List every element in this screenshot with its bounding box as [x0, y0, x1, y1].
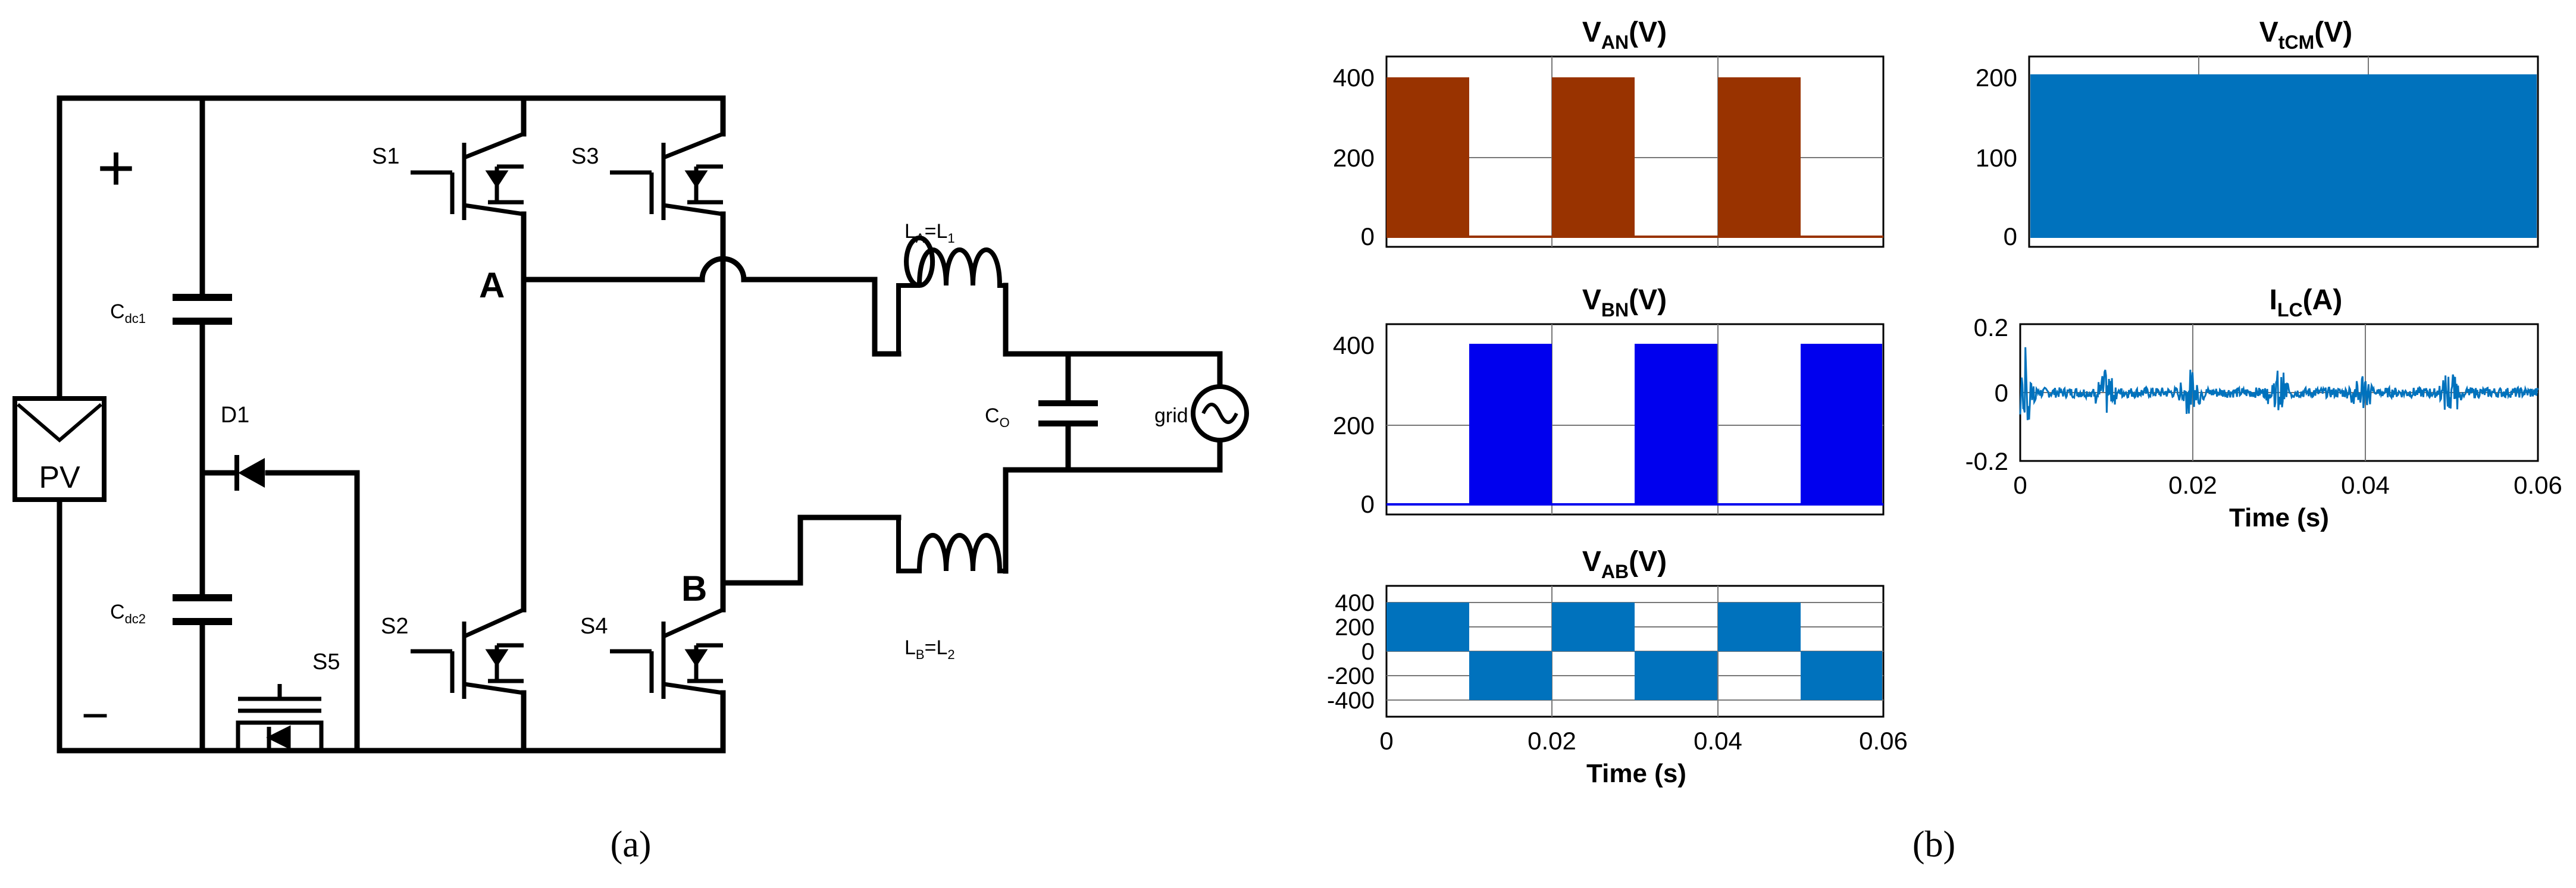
- node-b-label: B: [681, 569, 707, 608]
- waveform-panel: VAN(V) 400 200 0 VtCM(V) 200 100 0 VBN(V…: [1279, 0, 2576, 885]
- diode-d1: [234, 455, 265, 491]
- grid-label: grid: [1154, 404, 1188, 427]
- s3-label: S3: [571, 144, 599, 169]
- capacitor-co: [1038, 400, 1098, 426]
- pv-label: PV: [39, 460, 80, 495]
- vab-xlabel: Time (s): [1586, 759, 1686, 788]
- vbn-pulse-2: [1635, 344, 1717, 506]
- la-output-wire: [1003, 283, 1223, 390]
- chart-vab: VAB(V) 400 200 0 -200 -400 0 0.02 0.04 0…: [1327, 546, 1908, 788]
- grid-source: [1191, 384, 1249, 443]
- vab-ytick--400: -400: [1327, 688, 1375, 714]
- vbn-title: VBN(V): [1582, 284, 1667, 321]
- waveform-charts: VAN(V) 400 200 0 VtCM(V) 200 100 0 VBN(V…: [1327, 17, 2562, 865]
- ilc-ytick--0.2: -0.2: [1965, 447, 2008, 475]
- circuit-diagram-panel: PV + − Cdc1 Cdc2 D1 S5 S1: [0, 0, 1279, 885]
- vab-ytick--200: -200: [1327, 663, 1375, 689]
- van-pulse-2: [1552, 77, 1635, 238]
- vab-ytick-0: 0: [1361, 639, 1375, 665]
- ilc-xtick-0.04: 0.04: [2341, 471, 2390, 499]
- chart-van: VAN(V) 400 200 0: [1333, 17, 1885, 250]
- van-pulse-1: [1386, 77, 1469, 238]
- van-title: VAN(V): [1582, 17, 1667, 53]
- ilc-xtick-0: 0: [2013, 471, 2027, 499]
- switch-s2: [411, 607, 525, 699]
- vbn-ytick-400: 400: [1333, 331, 1375, 359]
- d1-to-s5-wire: [265, 470, 360, 754]
- panel-a-caption: (a): [611, 824, 652, 865]
- vab-xtick-0.04: 0.04: [1694, 727, 1742, 755]
- s1-label: S1: [372, 144, 399, 169]
- panel-b-caption: (b): [1913, 824, 1955, 865]
- ilc-trace: [2019, 347, 2539, 421]
- lb-output-wire: [1003, 437, 1223, 574]
- capacitor-cdc1: [173, 294, 232, 325]
- vab-xtick-0.06: 0.06: [1859, 727, 1908, 755]
- leg-a-top-wire: [455, 95, 527, 137]
- chart-vbn: VBN(V) 400 200 0: [1333, 284, 1885, 518]
- circuit-diagram: PV + − Cdc1 Cdc2 D1 S5 S1: [12, 95, 1249, 865]
- lb-label: LB=L2: [904, 636, 955, 662]
- vtcm-title: VtCM(V): [2259, 17, 2352, 53]
- vab-title: VAB(V): [1582, 546, 1667, 582]
- node-b-wire: [720, 514, 902, 586]
- ilc-xtick-0.02: 0.02: [2168, 471, 2217, 499]
- vtcm-ytick-200: 200: [1976, 64, 2017, 92]
- vab-xtick-0.02: 0.02: [1528, 727, 1576, 755]
- plus-sign: +: [97, 131, 135, 205]
- cdc2-label: Cdc2: [110, 601, 146, 626]
- vtcm-ytick-100: 100: [1976, 144, 2017, 172]
- vbn-ytick-0: 0: [1361, 490, 1375, 518]
- vab-xtick-0: 0: [1379, 727, 1393, 755]
- pv-module: PV: [12, 396, 107, 502]
- van-ytick-400: 400: [1333, 64, 1375, 92]
- van-ytick-0: 0: [1361, 222, 1375, 250]
- vab-neg-3: [1801, 651, 1882, 700]
- s2-label: S2: [381, 614, 408, 639]
- co-label: CO: [985, 404, 1010, 430]
- vab-pos-2: [1552, 603, 1635, 651]
- vab-ytick-200: 200: [1335, 614, 1375, 641]
- ilc-xlabel: Time (s): [2229, 503, 2329, 532]
- vtcm-grid: [2198, 57, 2369, 74]
- vtcm-ytick-0: 0: [2004, 222, 2017, 250]
- vab-pos-3: [1718, 603, 1801, 651]
- vab-neg-2: [1635, 651, 1717, 700]
- ilc-title: ILC(A): [2270, 284, 2343, 321]
- switch-s3: [610, 131, 724, 220]
- vtcm-band: [2030, 74, 2537, 238]
- vab-neg-1: [1469, 651, 1552, 700]
- vab-ytick-400: 400: [1335, 590, 1375, 616]
- van-pulse-3: [1718, 77, 1801, 238]
- vbn-ytick-200: 200: [1333, 412, 1375, 440]
- node-a-wire: [521, 256, 902, 357]
- switch-s4: [610, 607, 724, 699]
- ilc-xtick-0.06: 0.06: [2514, 471, 2562, 499]
- d1-label: D1: [221, 403, 250, 428]
- inductor-la: [896, 236, 1006, 354]
- switch-s5: [236, 684, 324, 751]
- ilc-ytick-0.2: 0.2: [1974, 313, 2008, 341]
- ilc-ytick-0: 0: [1995, 379, 2008, 407]
- vbn-pulse-1: [1469, 344, 1552, 506]
- s4-label: S4: [580, 614, 608, 639]
- switch-s1: [411, 131, 525, 220]
- chart-vtcm: VtCM(V) 200 100 0: [1976, 17, 2539, 250]
- la-label: LA=L1: [904, 220, 955, 246]
- inductor-lb: [896, 517, 1006, 573]
- vab-pos-1: [1386, 603, 1469, 651]
- capacitor-cdc2: [173, 594, 232, 625]
- chart-ilc: ILC(A) 0.2 0 -0.2 0 0.02 0.04 0.06 Time …: [1965, 284, 2562, 532]
- s5-label: S5: [312, 649, 340, 674]
- cdc1-label: Cdc1: [110, 300, 146, 326]
- van-ytick-200: 200: [1333, 144, 1375, 172]
- minus-sign: −: [82, 689, 109, 742]
- vbn-pulse-3: [1801, 344, 1882, 506]
- node-a-label: A: [479, 265, 505, 305]
